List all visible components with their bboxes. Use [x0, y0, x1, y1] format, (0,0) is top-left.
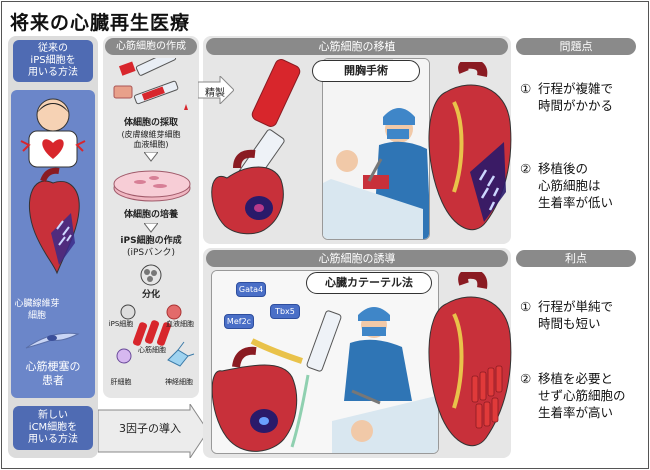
- patient-illustration: [13, 93, 93, 293]
- problems-header: 問題点: [516, 38, 636, 55]
- culture-dish-illustration: [110, 164, 194, 204]
- ips-cell-label: iPS細胞: [104, 320, 138, 328]
- benefit-2-number: ②: [520, 370, 538, 421]
- new-icm-label: 新しい iCM細胞を 用いる方法: [13, 406, 93, 450]
- catheter-method-pill: 心臓カテーテル法: [306, 272, 432, 294]
- page-title: 将来の心臓再生医療: [10, 8, 190, 35]
- culture-label: 体細胞の培養: [105, 210, 197, 221]
- heart-illustration-left: [29, 171, 79, 273]
- surgery-card: [322, 58, 430, 240]
- three-factor-label: 3因子の導入: [108, 420, 192, 436]
- differentiation-cells-illustration: [106, 302, 196, 374]
- induction-header: 心筋細胞の誘導: [206, 250, 508, 267]
- ips-make-label: iPS細胞の作成: [105, 236, 197, 247]
- fibroblast-label: 心臓線維芽 細胞: [12, 298, 62, 322]
- fibroblast-cell-icon: [22, 326, 82, 354]
- open-chest-surgery-illustration: [323, 59, 430, 240]
- problem-2-number: ②: [520, 160, 538, 211]
- induced-heart-illustration: [424, 272, 514, 456]
- blood-cell-label: 血液細胞: [162, 320, 198, 328]
- benefits-header: 利点: [516, 250, 636, 267]
- gene-tbx5: Tbx5: [270, 304, 300, 319]
- down-arrow-1: [144, 152, 158, 162]
- patient-label: 心筋梗塞の 患者: [13, 360, 93, 388]
- benefit-1-text: 行程が単純で 時間も短い: [538, 298, 613, 332]
- catheter-procedure-illustration: [212, 271, 439, 454]
- diff-label: 分化: [105, 290, 197, 301]
- liver-cell-label: 肝細胞: [104, 378, 138, 386]
- transplanted-heart-illustration: [424, 62, 514, 240]
- catheter-card: [211, 270, 439, 454]
- ips-bank-label: (iPSバンク): [105, 248, 197, 259]
- gene-gata4: Gata4: [236, 282, 266, 297]
- conventional-ips-label: 従来の iPS細胞を 用いる方法: [13, 40, 93, 82]
- benefit-1: ① 行程が単純で 時間も短い: [520, 298, 644, 332]
- blood-sampling-illustration: [106, 58, 196, 116]
- problem-1: ① 行程が複雑で 時間がかかる: [520, 80, 644, 114]
- benefit-1-number: ①: [520, 298, 538, 332]
- collect-sub-label: (皮膚線維芽細胞 血液細胞): [105, 130, 197, 150]
- nerve-cell-label: 神経細胞: [160, 378, 198, 386]
- problem-1-number: ①: [520, 80, 538, 114]
- injection-heart-illustration: [207, 58, 319, 238]
- benefit-2: ② 移植を必要と せず心筋細胞の 生着率が高い: [520, 370, 644, 421]
- collect-label: 体細胞の採取: [105, 118, 197, 129]
- gene-mef2c: Mef2c: [224, 314, 254, 329]
- benefit-2-text: 移植を必要と せず心筋細胞の 生着率が高い: [538, 370, 626, 421]
- cardio-cell-label: 心筋細胞: [132, 346, 172, 354]
- transplant-header: 心筋細胞の移植: [206, 38, 508, 55]
- creation-header: 心筋細胞の作成: [105, 38, 197, 55]
- problem-2-text: 移植後の 心筋細胞は 生着率が低い: [538, 160, 613, 211]
- down-arrow-2: [144, 223, 158, 233]
- problem-1-text: 行程が複雑で 時間がかかる: [538, 80, 613, 114]
- open-chest-surgery-pill: 開胸手術: [312, 60, 420, 82]
- ips-colony-icon: [136, 262, 166, 288]
- problem-2: ② 移植後の 心筋細胞は 生着率が低い: [520, 160, 644, 211]
